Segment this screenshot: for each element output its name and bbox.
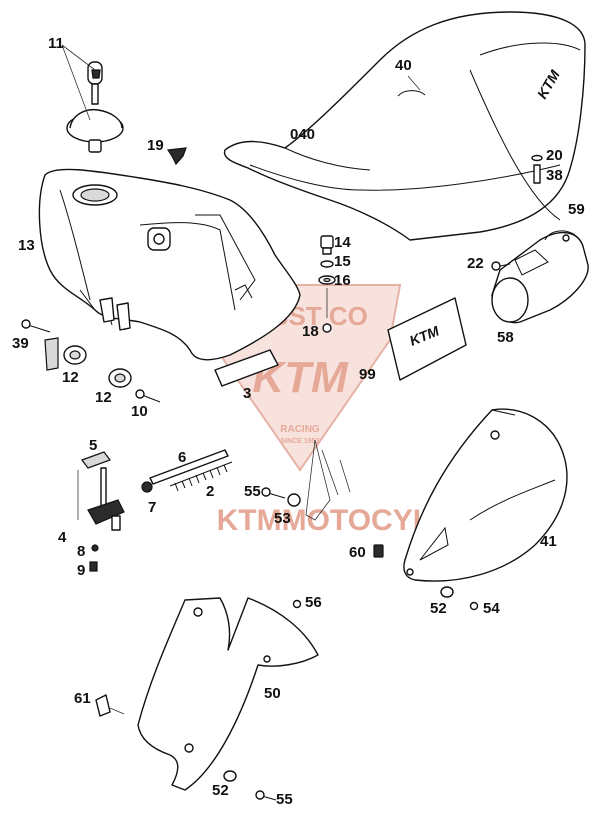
fuel-tap [77, 451, 125, 572]
callout-38: 38 [546, 167, 563, 184]
clip-60 [373, 544, 384, 558]
callout-13: 13 [18, 237, 35, 254]
screw-20-38 [531, 154, 543, 184]
callout-22: 22 [467, 255, 484, 272]
callout-59: 59 [568, 201, 585, 218]
callout-6: 6 [178, 449, 187, 466]
callout-50: 50 [264, 685, 281, 702]
callout-54: 54 [483, 600, 500, 617]
leader-lines [61, 44, 421, 121]
fuel-tank [38, 168, 301, 361]
seat: KTM [223, 11, 586, 241]
tail-decal: KTM [387, 297, 467, 381]
callout-16: 16 [334, 272, 351, 289]
callout-58: 58 [497, 329, 514, 346]
hose-and-spring [141, 449, 233, 493]
fuel-cap-and-key [66, 61, 124, 153]
callout-7: 7 [148, 499, 157, 516]
callout-55-bottom: 55 [276, 791, 293, 808]
callout-12-lower: 12 [95, 389, 112, 406]
callout-56: 56 [305, 594, 322, 611]
screw-56 [292, 599, 302, 609]
clip-19 [166, 147, 187, 166]
callout-8: 8 [77, 543, 86, 560]
callout-55-mid: 55 [244, 483, 261, 500]
callout-18: 18 [302, 323, 319, 340]
callout-52-right: 52 [430, 600, 447, 617]
tool-bag [491, 230, 589, 324]
screw-55-53 [261, 439, 351, 521]
callout-2: 2 [206, 483, 215, 500]
callout-40: 40 [395, 57, 412, 74]
callout-14: 14 [334, 234, 351, 251]
callout-99: 99 [359, 366, 376, 383]
callout-9: 9 [77, 562, 86, 579]
side-cover-50 [137, 597, 319, 791]
callout-41: 41 [540, 533, 557, 550]
callout-20: 20 [546, 147, 563, 164]
clip-61 [95, 694, 125, 717]
callout-52-bottom: 52 [212, 782, 229, 799]
washer-screw-52-54 [440, 586, 479, 611]
callout-3: 3 [243, 385, 252, 402]
callout-12-upper: 12 [62, 369, 79, 386]
screw-washers-14-18 [318, 235, 336, 333]
callout-61: 61 [74, 690, 91, 707]
callout-11: 11 [48, 35, 64, 52]
callout-53: 53 [274, 510, 291, 527]
screw-10 [135, 389, 161, 403]
grommet-12-upper [63, 345, 87, 365]
watermark-sub2: SINCE 1953 [281, 438, 320, 445]
callout-4: 4 [58, 529, 67, 546]
watermark-sub1: RACING [280, 424, 320, 435]
callout-60: 60 [349, 544, 366, 561]
callout-15: 15 [334, 253, 351, 270]
callout-19: 19 [147, 137, 164, 154]
washer-screw-52-55-bottom [223, 770, 277, 801]
side-panel-41 [403, 408, 568, 582]
screw-39 [21, 319, 59, 371]
foam-strip-3 [214, 349, 279, 387]
callout-5: 5 [89, 437, 98, 454]
callout-040: 040 [290, 126, 316, 143]
grommet-12-lower [108, 368, 132, 388]
callout-10: 10 [131, 403, 148, 420]
callout-39: 39 [12, 335, 29, 352]
